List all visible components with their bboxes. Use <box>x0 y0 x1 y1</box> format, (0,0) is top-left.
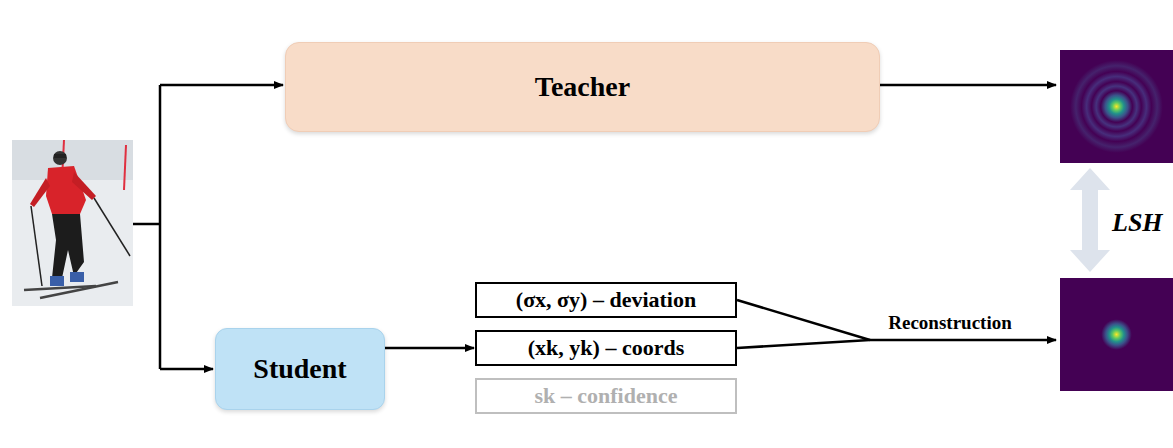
output-box-disabled: sk – confidence <box>475 378 737 414</box>
process-label: Reconstruction <box>888 312 1011 334</box>
output-box: (xk, yk) – coords <box>475 330 737 366</box>
input-photo <box>12 140 133 306</box>
node-text: sk – confidence <box>535 383 678 409</box>
node-text: (σx, σy) – deviation <box>516 287 696 313</box>
student-box: Student <box>215 328 385 410</box>
loss-label: LSH <box>1112 208 1163 238</box>
loss-double-arrow <box>1070 168 1110 272</box>
connector-arrow <box>385 347 474 350</box>
output-box: (σx, σy) – deviation <box>475 282 737 318</box>
student-heatmap <box>1060 278 1173 391</box>
node-text: Student <box>253 353 346 385</box>
node-text: (xk, yk) – coords <box>528 335 684 361</box>
node-text: Teacher <box>535 71 630 103</box>
teacher-heatmap <box>1060 50 1173 163</box>
teacher-box: Teacher <box>285 42 880 132</box>
